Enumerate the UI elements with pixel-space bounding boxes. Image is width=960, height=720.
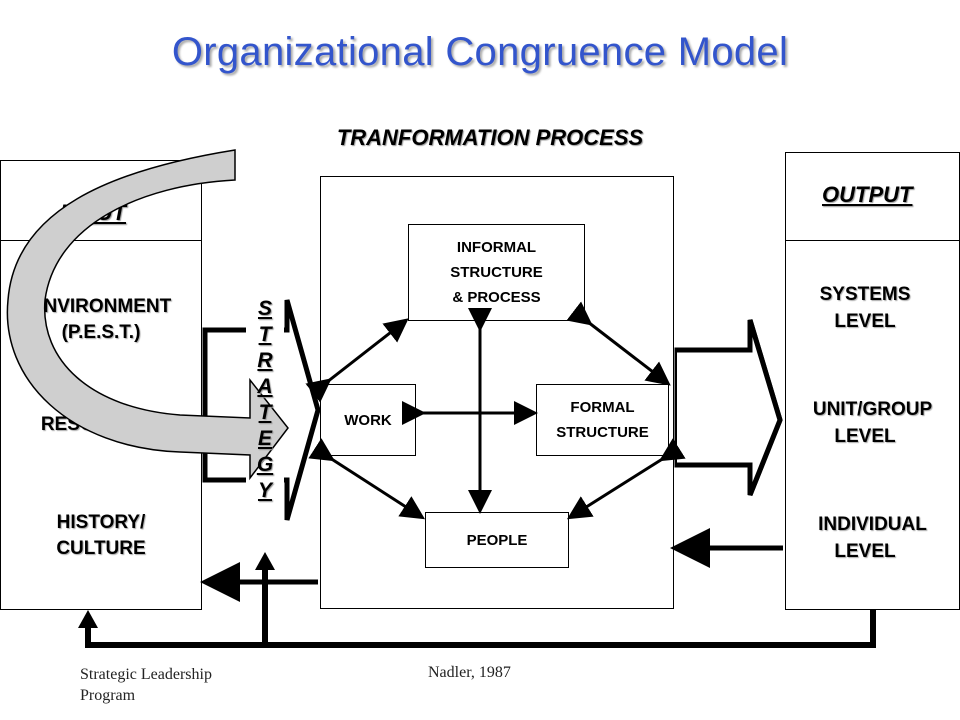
output-individual-1: INDIVIDUAL [818,514,927,535]
footer-citation: Nadler, 1987 [428,664,511,681]
strategy-letter-1: S [257,297,272,320]
informal-line-2: STRUCTURE [450,264,543,281]
strategy-letter-5: T [258,401,272,424]
strategy-letter-6: E [257,427,272,450]
people-label: PEOPLE [466,531,528,549]
informal-line-1: INFORMAL [456,239,537,256]
output-systems-2: LEVEL [834,311,896,332]
work-label: WORK [344,411,392,429]
slide-title: Organizational Congruence Model [171,30,789,74]
people-box: PEOPLE [425,512,569,568]
output-header: OUTPUT [822,182,913,207]
bottom-feedback-loop [85,610,876,648]
work-informal-arrow [305,318,409,403]
input-pest: (P.E.S.T.) [61,322,141,343]
input-culture: CULTURE [56,538,146,559]
informal-formal-arrow [566,301,671,386]
strategy-letter-4: A [257,375,273,398]
strategy-arrowhead [255,552,275,570]
formal-line-1: FORMAL [570,399,635,416]
strategy-letter-2: T [258,323,272,346]
input-history: HISTORY/ [56,512,146,533]
informal-structure-box: INFORMAL STRUCTURE & PROCESS [408,224,585,321]
strategy-letter-3: R [257,349,273,372]
formal-people-arrow [566,438,686,520]
strategy-letter-8: Y [257,479,272,502]
output-unit-1: UNIT/GROUP [812,399,933,420]
output-individual-2: LEVEL [834,541,896,562]
output-systems-1: SYSTEMS [819,284,911,305]
bottom-loop-arrowhead [78,610,98,628]
strategy-letter-7: G [256,453,274,476]
informal-line-3: & PROCESS [452,289,541,306]
input-environment: ENVIRONMENT [30,296,172,317]
transformation-process-heading: TRANFORMATION PROCESS [336,125,644,150]
output-unit-2: LEVEL [834,426,896,447]
strategy-letters: S T R A T E G Y [250,297,280,505]
output-body-box [785,240,960,610]
footer-program: Strategic Leadership Program [80,666,212,704]
formal-line-2: STRUCTURE [556,424,649,441]
curved-arrow-icon [6,149,289,481]
work-people-arrow [308,438,426,520]
